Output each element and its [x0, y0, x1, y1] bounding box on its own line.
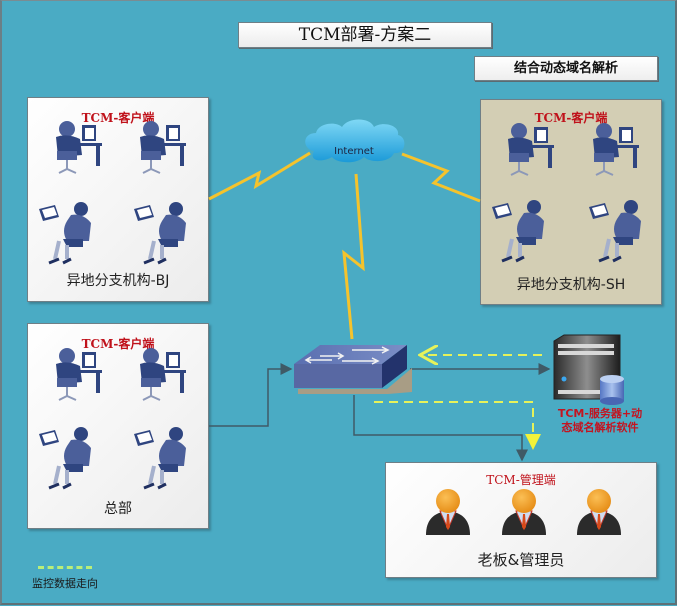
legend-dashed-line	[38, 566, 92, 569]
manager-user-icon	[577, 489, 621, 535]
panel-hq-title: TCM-客户端	[81, 337, 155, 351]
link-hq-switch	[209, 363, 293, 427]
internet-label: Internet	[334, 146, 374, 157]
desktop-user-icon	[140, 121, 186, 174]
monitor-flow-switch-mgmt	[374, 401, 541, 450]
panel-mgmt-title: TCM-管理端	[486, 473, 556, 487]
internet-cloud-icon	[305, 119, 405, 163]
panel-sh-caption: 异地分支机构-SH	[516, 277, 626, 293]
panel-hq-caption: 总部	[104, 501, 132, 517]
server-icon	[553, 334, 624, 405]
panel-bj-title: TCM-客户端	[81, 111, 155, 125]
panel-bj-caption: 异地分支机构-BJ	[66, 273, 170, 289]
wan-link-hq	[342, 173, 365, 340]
diagram-subtitle: 结合动态域名解析	[474, 56, 658, 81]
server-label-line1: TCM-服务器+动	[557, 407, 643, 420]
legend-label: 监控数据走向	[32, 577, 98, 590]
wan-link-bj	[208, 151, 311, 201]
panel-sh-title: TCM-客户端	[534, 111, 608, 125]
desktop-user-icon	[56, 348, 102, 401]
manager-user-icon	[502, 489, 546, 535]
desktop-user-icon	[140, 348, 186, 401]
wan-link-sh	[401, 152, 481, 203]
panel-branch-bj: TCM-客户端 异地分支机构-BJ	[27, 97, 209, 302]
manager-user-icon	[426, 489, 470, 535]
desktop-user-icon	[56, 121, 102, 174]
laptop-user-icon	[134, 427, 186, 490]
desktop-user-icon	[508, 123, 554, 176]
panel-mgmt-caption: 老板&管理员	[477, 551, 565, 569]
server-label-line2: 态域名解析软件	[561, 421, 639, 434]
laptop-user-icon	[589, 200, 641, 263]
laptop-user-icon	[39, 427, 91, 490]
link-switch-mgmt	[353, 395, 528, 462]
laptop-user-icon	[134, 202, 186, 265]
laptop-user-icon	[39, 202, 91, 265]
network-switch-icon	[294, 345, 412, 394]
laptop-user-icon	[492, 200, 544, 263]
diagram-title: TCM部署-方案二	[238, 22, 492, 48]
server-label: TCM-服务器+动 态域名解析软件	[550, 407, 650, 435]
desktop-user-icon	[593, 123, 639, 176]
